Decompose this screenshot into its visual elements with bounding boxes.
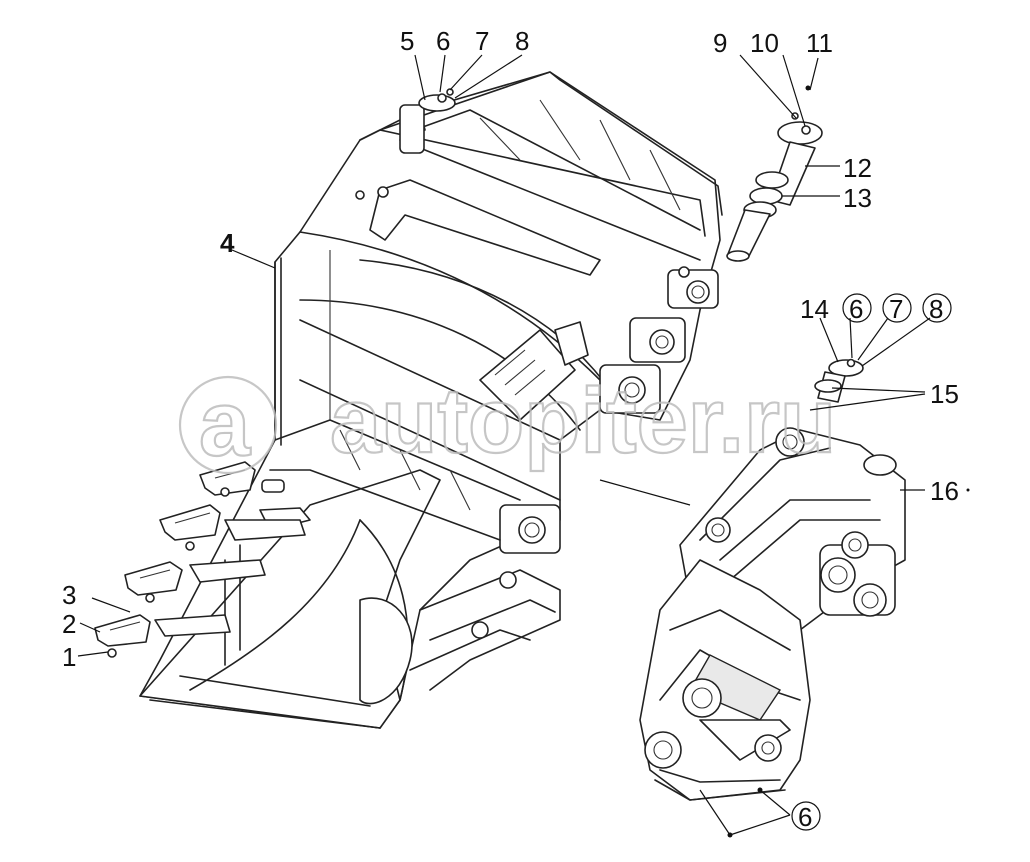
label-1: 1 [62, 642, 76, 672]
bucket-teeth [94, 461, 256, 658]
label-15: 15 [930, 379, 959, 409]
label-7-top: 7 [475, 26, 489, 56]
link-assembly [639, 358, 906, 801]
bucket-drawing [94, 71, 723, 729]
circle-6-mid [842, 293, 872, 323]
label-5: 5 [400, 26, 414, 56]
label-2: 2 [62, 609, 76, 639]
label-8-mid: 8 [929, 294, 943, 324]
label-3: 3 [62, 580, 76, 610]
label-6-top: 6 [436, 26, 450, 56]
watermark-mark: a [199, 373, 251, 475]
tooth-adapters [154, 479, 311, 637]
label-4: 4 [220, 228, 235, 258]
bucket-top-pin [399, 88, 456, 154]
label-9: 9 [713, 28, 727, 58]
circle-8-mid [922, 293, 952, 323]
watermark-text: autopiter.ru [330, 370, 836, 472]
label-12: 12 [843, 153, 872, 183]
watermark: a autopiter.ru [178, 369, 837, 476]
label-6-bottom: 6 [798, 802, 812, 832]
part-labels: 5 6 7 8 9 10 11 12 13 4 14 6 7 8 15 16 3… [62, 26, 959, 832]
label-6-mid: 6 [849, 294, 863, 324]
label-11: 11 [806, 28, 833, 58]
label-8-top: 8 [515, 26, 529, 56]
label-13: 13 [843, 183, 872, 213]
leader-lines [77, 54, 970, 838]
circle-6-bottom [791, 801, 821, 831]
circle-7-mid [882, 293, 912, 323]
label-7-mid: 7 [889, 294, 903, 324]
label-10: 10 [750, 28, 779, 58]
label-16: 16 [930, 476, 959, 506]
label-14: 14 [800, 294, 829, 324]
hinge-pin-assembly [726, 112, 823, 262]
